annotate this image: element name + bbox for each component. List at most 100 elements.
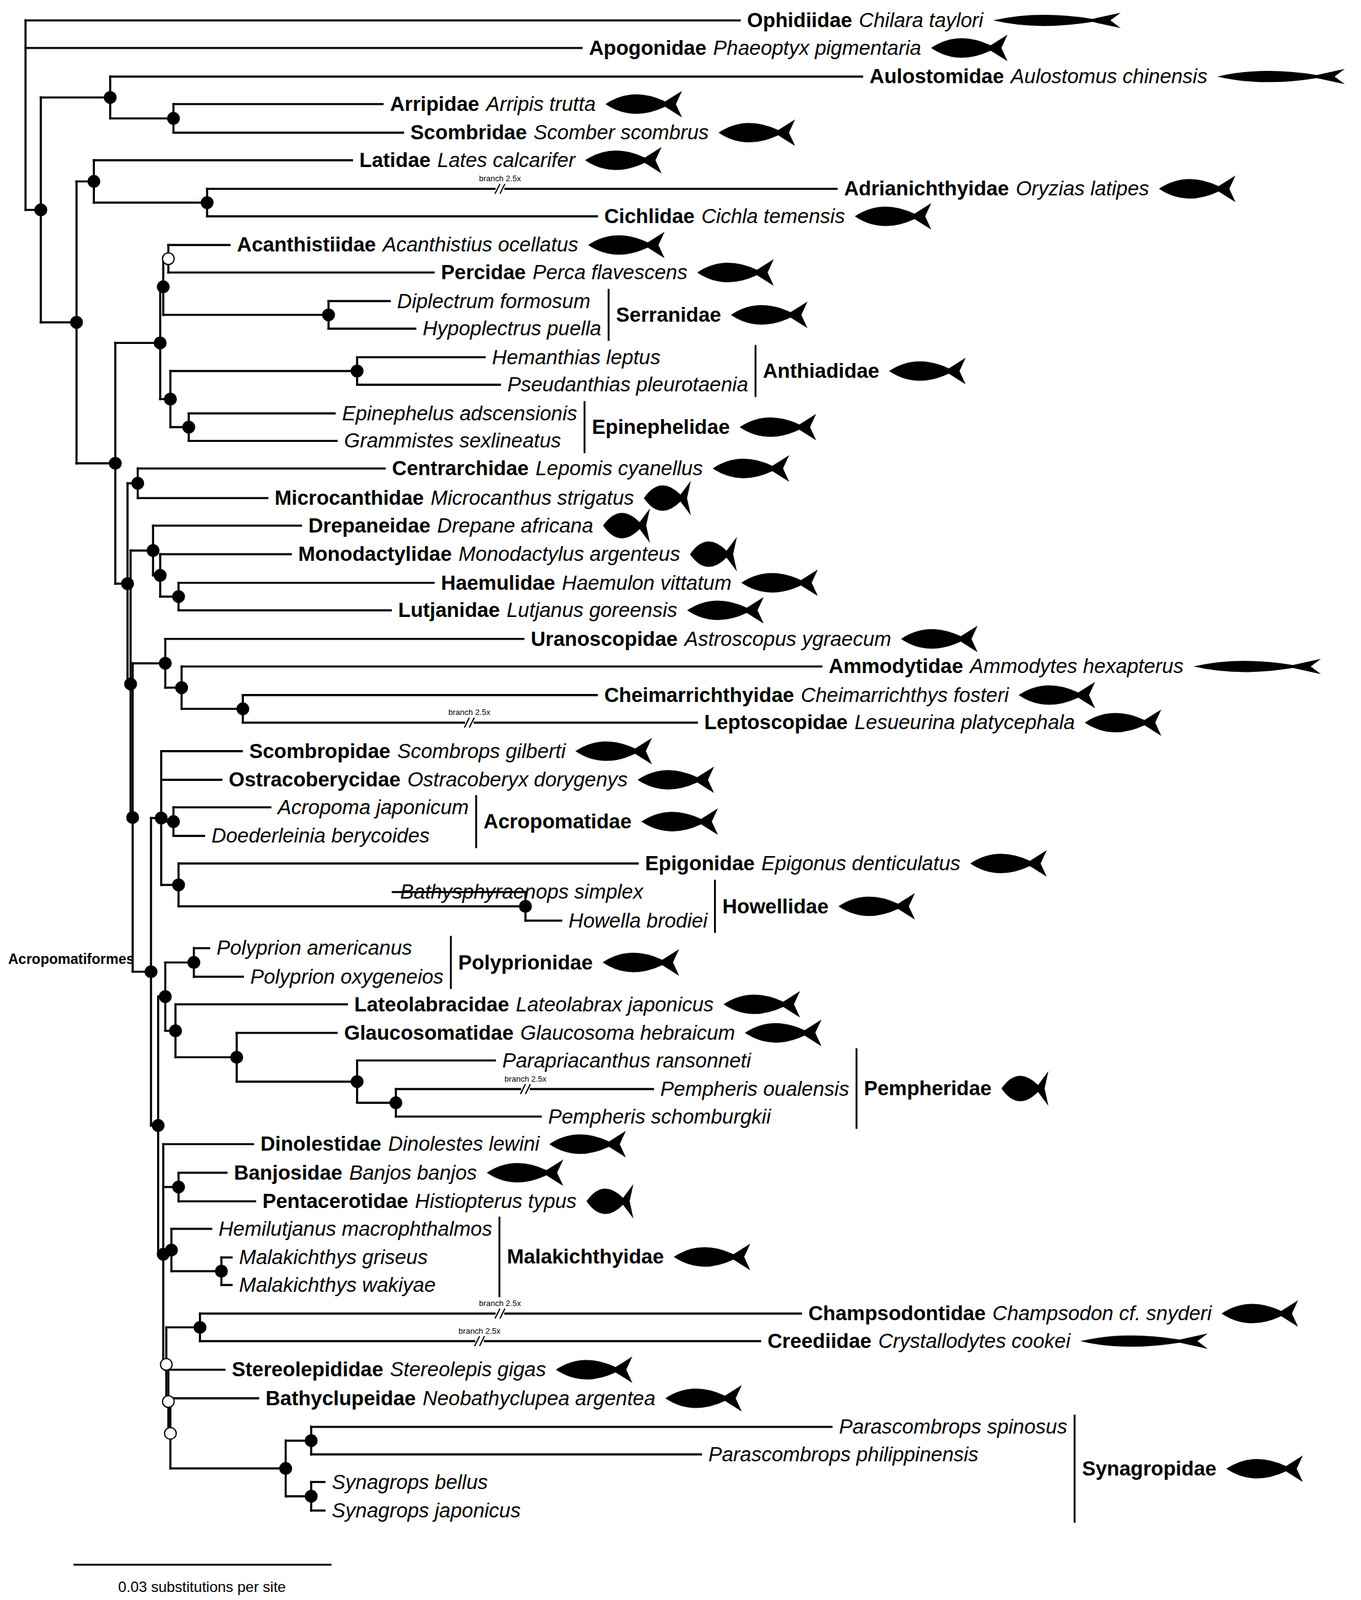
family-name: Stereolepididae — [231, 1357, 384, 1381]
node-dot — [157, 1248, 169, 1260]
branch-line — [165, 637, 524, 640]
taxon-row: MicrocanthidaeMicrocanthus strigatus — [274, 486, 634, 510]
taxon-row: Polyprion oxygeneios — [250, 964, 444, 989]
branch-line — [221, 1283, 232, 1286]
node-dot — [305, 1489, 318, 1502]
branch-line — [525, 919, 562, 922]
fish-silhouette — [549, 1130, 626, 1158]
taxon-row: PercidaePerca flavescens — [441, 260, 688, 285]
species-name: Parapriacanthus ransonneti — [502, 1048, 752, 1073]
fish-silhouette — [1217, 69, 1345, 85]
branch-line — [138, 467, 386, 469]
taxon-row: Parapriacanthus ransonneti — [502, 1048, 752, 1073]
taxon-row: CichlidaeCichla temensis — [604, 204, 846, 228]
taxon-row: ArripidaeArripis trutta — [390, 92, 596, 116]
taxon-row: CreediidaeCrystallodytes cookei — [767, 1328, 1071, 1353]
family-name: Drepaneidae — [308, 513, 431, 538]
branch-line — [161, 749, 243, 752]
node-dot — [154, 337, 166, 349]
taxon-row: Malakichthys griseus — [239, 1245, 428, 1269]
taxon-row: Epinephelus adscensionis — [341, 401, 578, 426]
branch-line — [357, 1059, 496, 1061]
fish-silhouette — [730, 301, 808, 328]
node-dot — [154, 569, 166, 581]
branch-line — [40, 96, 111, 98]
family-name: Cichlidae — [604, 204, 695, 228]
taxon-row: OphidiidaeChilara taylori — [747, 8, 984, 33]
taxon-row: ChampsodontidaeChampsodon cf. snyderi — [808, 1301, 1212, 1325]
branch-line — [173, 131, 404, 134]
bracket-bar — [583, 401, 586, 453]
branch-line — [207, 215, 598, 217]
fish-silhouette — [889, 357, 966, 384]
fish-silhouette — [744, 1019, 822, 1046]
node-dot — [305, 1434, 318, 1447]
species-name: Pempheris schomburgkii — [548, 1104, 771, 1129]
family-name: Glaucosomatidae — [343, 1020, 514, 1045]
branch-break-label: branch 2.5x — [458, 1326, 501, 1336]
taxon-row: OstracoberycidaeOstracoberyx dorygenys — [228, 767, 628, 792]
branch-line — [311, 1480, 325, 1483]
node-dot — [231, 1051, 243, 1063]
branch-line — [93, 158, 352, 161]
node-dot — [157, 280, 169, 293]
node-dot — [182, 421, 195, 434]
node-dot — [279, 1462, 292, 1474]
taxon-row: Grammistes sexlineatus — [343, 428, 561, 453]
species-name: Scomber scombrus — [533, 120, 709, 145]
family-name: Creediidae — [767, 1328, 872, 1353]
bracket-bar — [498, 1216, 501, 1297]
fish-silhouette — [838, 892, 915, 920]
node-dot — [147, 544, 159, 557]
family-name: Haemulidae — [441, 571, 556, 595]
fish-silhouette — [690, 536, 737, 572]
fish-silhouette — [605, 90, 683, 118]
taxon-row: PentacerotidaeHistiopterus typus — [262, 1189, 577, 1213]
species-name: Ammodytes hexapterus — [969, 654, 1184, 678]
fish-silhouette — [637, 766, 715, 793]
node-dot — [351, 1075, 363, 1087]
break-mark — [494, 1308, 500, 1318]
branch-line — [194, 946, 210, 949]
fish-silhouette — [697, 259, 774, 286]
node-dot — [124, 677, 137, 690]
species-name: Crystallodytes cookei — [877, 1328, 1071, 1353]
species-name: Haemulon vittatum — [561, 571, 732, 595]
taxon-row: EpigonidaeEpigonus denticulatus — [645, 851, 961, 875]
family-name: Banjosidae — [234, 1160, 343, 1185]
taxon-row: Bathysphyraenops simplex — [400, 879, 644, 904]
fish-silhouette — [602, 948, 679, 976]
node-dot — [187, 956, 200, 968]
species-name: Lutjanus goreensis — [506, 598, 678, 622]
branch-line — [328, 327, 416, 330]
bracket-bar — [754, 345, 757, 397]
species-name: Synagrops bellus — [332, 1470, 488, 1494]
branch-line — [242, 693, 598, 696]
bracket-bar — [714, 879, 716, 933]
species-name: Arripis trutta — [486, 92, 596, 116]
taxon-row: Pempheris schomburgkii — [548, 1104, 771, 1129]
species-name: Glaucosoma hebraicum — [520, 1020, 736, 1045]
fish-silhouette — [603, 508, 651, 543]
species-name: Diplectrum formosum — [397, 289, 591, 313]
branch-line — [188, 439, 337, 442]
node-dot — [155, 812, 167, 824]
family-name: Adrianichthyidae — [844, 176, 1010, 201]
branch-line — [311, 1425, 832, 1427]
branch-line — [173, 834, 205, 837]
node-dot — [164, 393, 177, 405]
species-name: Acanthistius ocellatus — [382, 232, 578, 257]
species-name: Polyprion americanus — [216, 935, 412, 960]
family-name: Leptoscopidae — [704, 710, 848, 734]
taxon-row: Synagrops bellus — [332, 1470, 488, 1494]
family-name: Ophidiidae — [747, 8, 853, 33]
branch-line — [311, 1452, 702, 1455]
taxon-row: Acropoma japonicum — [277, 795, 469, 819]
break-mark — [499, 1308, 505, 1318]
branch-line — [163, 313, 329, 316]
fish-silhouette — [1158, 175, 1236, 203]
taxon-row: LeptoscopidaeLesueurina platycephala — [704, 710, 1076, 734]
branch-line — [175, 1003, 347, 1005]
family-name: Epinephelidae — [592, 415, 731, 439]
family-name: Champsodontidae — [808, 1301, 986, 1325]
